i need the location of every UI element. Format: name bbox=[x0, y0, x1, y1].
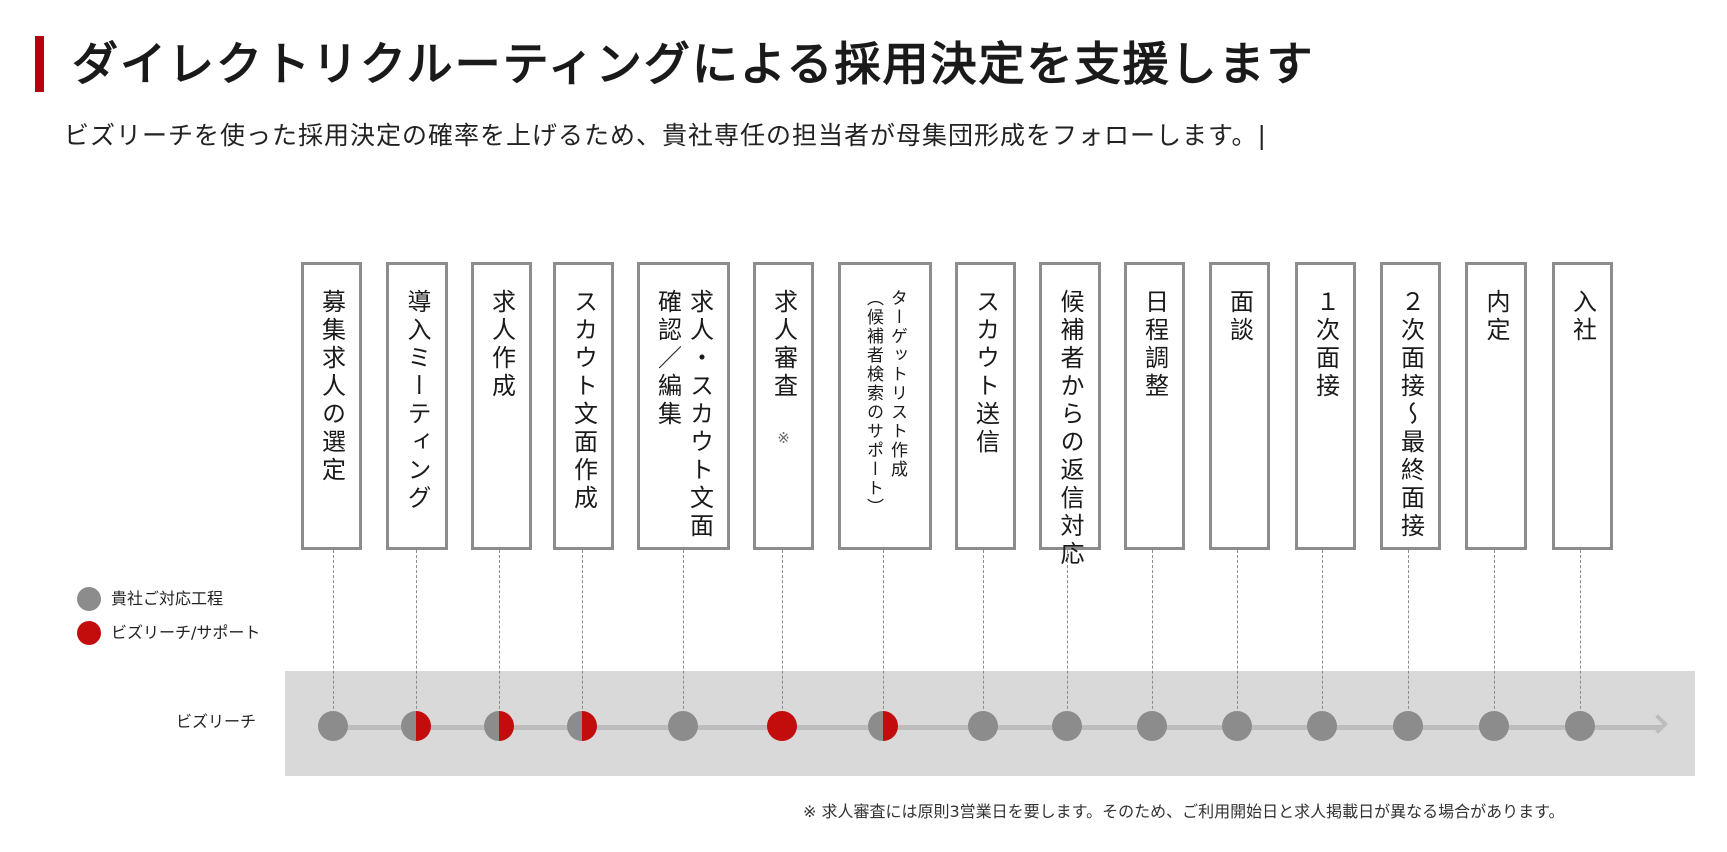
legend-company: 貴社ご対応工程 bbox=[77, 586, 223, 612]
step-label: １次面接 bbox=[1311, 289, 1340, 401]
step-box: スカウト送信 bbox=[955, 262, 1016, 550]
step-status-dot bbox=[1137, 711, 1167, 741]
step-label: スカウト文面作成 bbox=[569, 289, 598, 513]
step-connector bbox=[1152, 550, 1153, 724]
step-box: 募集求人の選定 bbox=[301, 262, 362, 550]
footnote: ※ 求人審査には原則3営業日を要します。そのため、ご利用開始日と求人掲載日が異な… bbox=[803, 802, 1565, 821]
step-status-dot bbox=[318, 711, 348, 741]
step-status-dot bbox=[1222, 711, 1252, 741]
step-box: 入社 bbox=[1552, 262, 1613, 550]
track-line bbox=[333, 725, 1663, 730]
step-status-dot bbox=[484, 711, 514, 741]
step-connector bbox=[683, 550, 684, 724]
step-status-dot bbox=[868, 711, 898, 741]
step-label: 候補者からの返信対応 bbox=[1056, 289, 1084, 569]
step-connector bbox=[499, 550, 500, 724]
step-box: 求人・スカウト文面確認／編集 bbox=[637, 262, 730, 550]
step-box: １次面接 bbox=[1295, 262, 1356, 550]
step-connector bbox=[582, 550, 583, 724]
step-box: スカウト文面作成 bbox=[553, 262, 614, 550]
step-status-dot bbox=[968, 711, 998, 741]
step-connector bbox=[1494, 550, 1495, 724]
step-label: 日程調整 bbox=[1140, 289, 1169, 401]
step-connector bbox=[1067, 550, 1068, 724]
step-box: 日程調整 bbox=[1124, 262, 1185, 550]
legend-company-dot bbox=[77, 587, 101, 611]
step-box: 求人作成 bbox=[471, 262, 532, 550]
step-box: ターゲットリスト作成（候補者検索のサポート） bbox=[838, 262, 932, 550]
step-status-dot bbox=[1479, 711, 1509, 741]
step-label: ２次面接～最終面接 bbox=[1396, 289, 1425, 541]
step-note-mark: ※ bbox=[774, 429, 793, 447]
step-connector bbox=[333, 550, 334, 724]
step-box: 求人審査 ※ bbox=[753, 262, 814, 550]
step-status-dot bbox=[1393, 711, 1423, 741]
step-label: 募集求人の選定 bbox=[317, 289, 346, 485]
step-label: 内定 bbox=[1482, 289, 1510, 345]
step-connector bbox=[883, 550, 884, 724]
step-status-dot bbox=[1307, 711, 1337, 741]
step-status-dot bbox=[567, 711, 597, 741]
step-label: スカウト送信 bbox=[971, 289, 1000, 457]
step-status-dot bbox=[1565, 711, 1595, 741]
step-status-dot bbox=[1052, 711, 1082, 741]
track-label: ビズリーチ bbox=[176, 712, 257, 731]
step-box: ２次面接～最終面接 bbox=[1380, 262, 1441, 550]
legend-bizreach: ビズリーチ/サポート bbox=[77, 620, 260, 646]
step-label: 導入ミーティング bbox=[403, 289, 431, 513]
legend-company-label: 貴社ご対応工程 bbox=[111, 589, 224, 608]
page-subtitle: ビズリーチを使った採用決定の確率を上げるため、貴社専任の担当者が母集団形成をフォ… bbox=[64, 121, 1267, 150]
step-label: 求人作成 bbox=[487, 289, 516, 401]
step-box: 候補者からの返信対応 bbox=[1039, 262, 1101, 569]
step-connector bbox=[1237, 550, 1238, 724]
step-status-dot bbox=[767, 711, 797, 741]
step-label: ターゲットリスト作成 bbox=[887, 289, 907, 479]
legend-bizreach-label: ビズリーチ/サポート bbox=[111, 623, 261, 642]
legend-bizreach-dot bbox=[77, 621, 101, 645]
step-connector bbox=[983, 550, 984, 724]
step-label: （候補者検索のサポート） bbox=[863, 289, 883, 517]
step-connector bbox=[1580, 550, 1581, 724]
step-label: 求人・スカウト文面 bbox=[685, 289, 714, 541]
step-connector bbox=[416, 550, 417, 724]
step-box: 内定 bbox=[1465, 262, 1527, 550]
step-box: 面談 bbox=[1209, 262, 1270, 550]
step-label: 確認／編集 bbox=[653, 289, 682, 429]
step-box: 導入ミーティング bbox=[386, 262, 448, 550]
step-connector bbox=[782, 550, 783, 724]
step-label: 面談 bbox=[1225, 289, 1254, 345]
step-label: 入社 bbox=[1568, 289, 1597, 345]
step-status-dot bbox=[668, 711, 698, 741]
step-status-dot bbox=[401, 711, 431, 741]
title-accent-bar bbox=[35, 36, 44, 92]
page-title: ダイレクトリクルーティングによる採用決定を支援します bbox=[72, 37, 1315, 91]
step-connector bbox=[1322, 550, 1323, 724]
step-connector bbox=[1408, 550, 1409, 724]
step-label: 求人審査 ※ bbox=[769, 289, 798, 447]
